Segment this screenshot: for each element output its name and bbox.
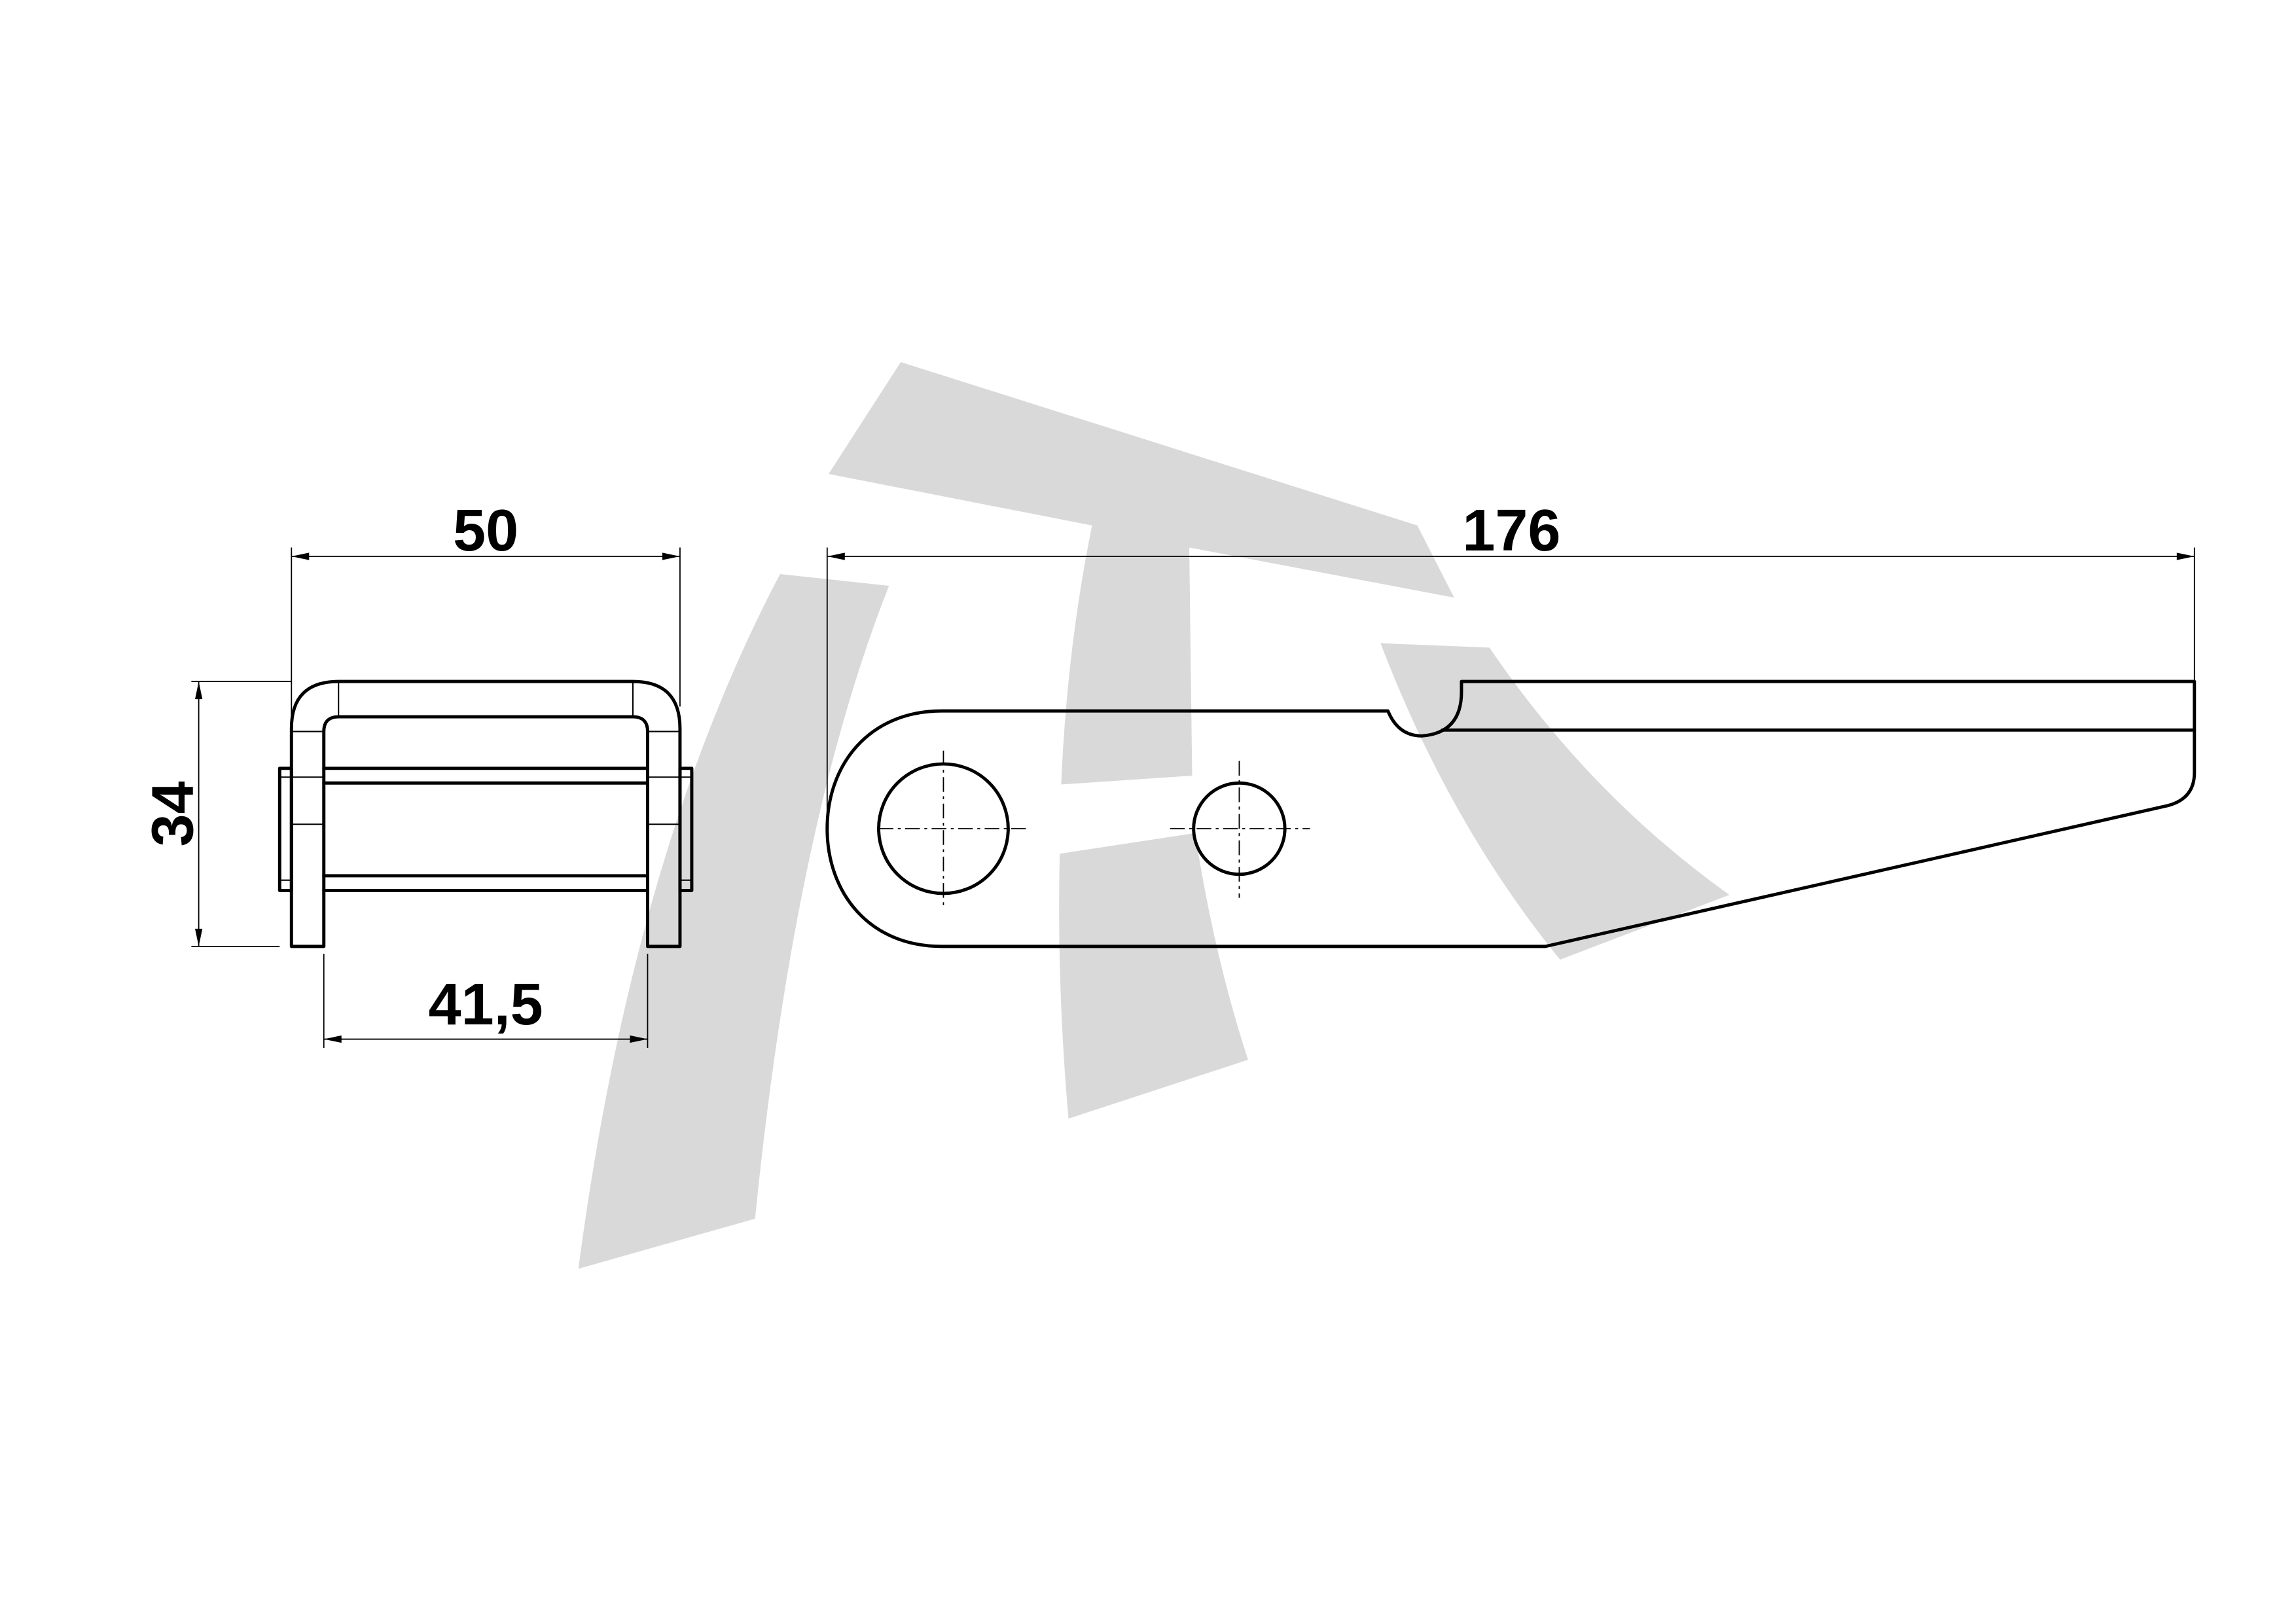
dimension-inner-width: 41,5 (323, 954, 649, 1049)
front-view (825, 679, 2197, 948)
dimension-label-50: 50 (453, 498, 518, 564)
dimension-label-34: 34 (141, 781, 206, 846)
watermark-stem-upper (1061, 525, 1193, 785)
dimension-label-41-5: 41,5 (429, 972, 543, 1037)
dimension-height: 34 (141, 681, 292, 947)
watermark-logo (578, 362, 1730, 1269)
watermark-top-bar (829, 362, 1454, 598)
dimension-width-top: 50 (291, 498, 681, 736)
dimension-length: 176 (826, 498, 2195, 825)
dimension-label-176: 176 (1462, 498, 1560, 564)
watermark-stroke-left (578, 573, 889, 1269)
watermark-stem-lower (1059, 833, 1248, 1119)
side-view (278, 679, 694, 948)
watermark-stroke-right (1380, 643, 1730, 960)
